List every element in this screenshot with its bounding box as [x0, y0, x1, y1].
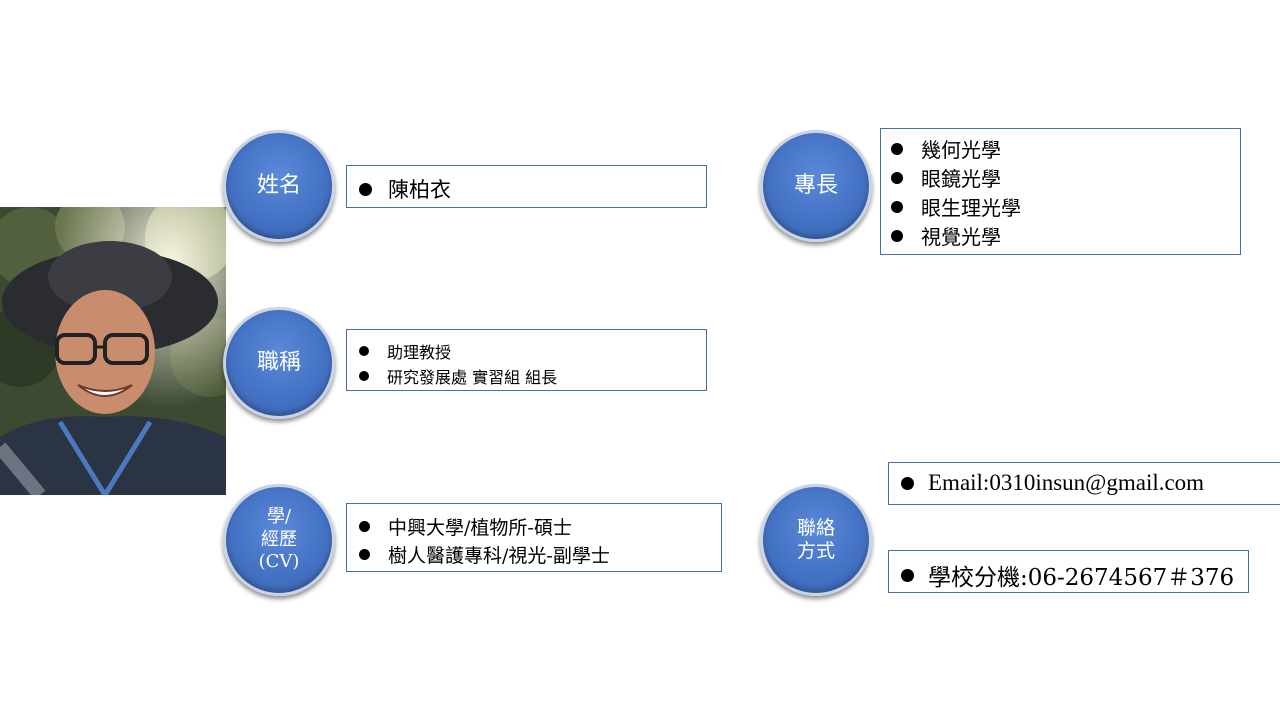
- list-item: 研究發展處 實習組 組長: [359, 363, 706, 388]
- name-value: 陳柏衣: [388, 178, 451, 202]
- education-label: (CV): [258, 551, 300, 573]
- expertise-label-circle: 專長: [760, 130, 872, 242]
- bullet-icon: [359, 370, 369, 381]
- expertise-label: 專長: [793, 172, 838, 198]
- list-item: 樹人醫護專科/視光-副學士: [359, 540, 721, 568]
- phone-value: 學校分機:06-2674567＃376: [928, 565, 1235, 591]
- expertise-value: 眼鏡光學: [921, 167, 1001, 191]
- list-item: 幾何光學: [891, 134, 1240, 163]
- list-item: 眼生理光學: [891, 192, 1240, 221]
- education-label: 經歷: [261, 528, 297, 550]
- job-title-label: 職稱: [256, 349, 301, 375]
- bullet-icon: [359, 345, 369, 356]
- list-item: 助理教授: [359, 338, 706, 363]
- education-label-circle: 學/ 經歷 (CV): [223, 484, 335, 596]
- list-item: 學校分機:06-2674567＃376: [901, 558, 1248, 592]
- bullet-icon: [359, 182, 372, 196]
- contact-label-circle: 聯絡 方式: [760, 484, 872, 596]
- list-item: 陳柏衣: [359, 174, 706, 204]
- job-title-value: 研究發展處 實習組 組長: [387, 367, 558, 387]
- bullet-icon: [891, 171, 903, 184]
- job-title-box: 助理教授 研究發展處 實習組 組長: [346, 329, 707, 391]
- bullet-icon: [901, 568, 914, 582]
- portrait-photo: [0, 207, 226, 495]
- list-item: Email:0310insun@gmail.com: [901, 470, 1280, 496]
- job-title-label-circle: 職稱: [223, 307, 335, 419]
- contact-label: 聯絡: [796, 517, 835, 540]
- education-box: 中興大學/植物所-碩士 樹人醫護專科/視光-副學士: [346, 503, 722, 572]
- bullet-icon: [359, 520, 370, 532]
- expertise-value: 幾何光學: [921, 138, 1001, 162]
- bullet-icon: [891, 200, 903, 213]
- job-title-value: 助理教授: [387, 342, 452, 362]
- expertise-value: 眼生理光學: [921, 196, 1021, 220]
- education-label: 學/: [266, 506, 292, 528]
- bullet-icon: [891, 142, 903, 155]
- phone-box: 學校分機:06-2674567＃376: [888, 550, 1249, 593]
- list-item: 視覺光學: [891, 221, 1240, 250]
- education-value: 樹人醫護專科/視光-副學士: [388, 544, 610, 567]
- contact-label: 方式: [796, 540, 835, 562]
- name-label: 姓名: [256, 172, 301, 198]
- expertise-box: 幾何光學 眼鏡光學 眼生理光學 視覺光學: [880, 128, 1241, 255]
- email-value: Email:0310insun@gmail.com: [928, 470, 1205, 495]
- name-label-circle: 姓名: [223, 130, 335, 242]
- expertise-value: 視覺光學: [921, 225, 1001, 249]
- email-box: Email:0310insun@gmail.com: [888, 462, 1280, 505]
- list-item: 中興大學/植物所-碩士: [359, 512, 721, 540]
- education-value: 中興大學/植物所-碩士: [388, 516, 572, 539]
- bullet-icon: [891, 229, 903, 242]
- name-box: 陳柏衣: [346, 165, 707, 208]
- bullet-icon: [901, 476, 914, 490]
- list-item: 眼鏡光學: [891, 163, 1240, 192]
- bullet-icon: [359, 548, 370, 560]
